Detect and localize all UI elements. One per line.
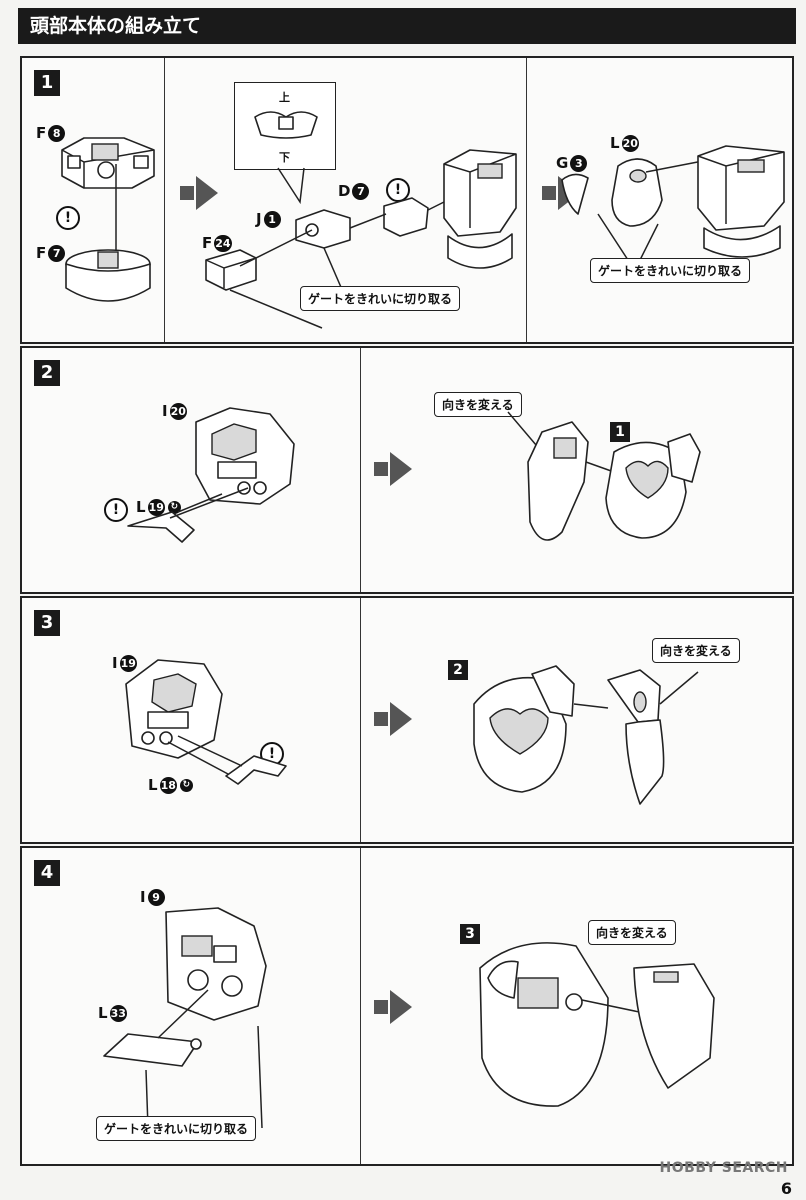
ref-step-2: 2 — [448, 660, 468, 680]
page-number: 6 — [780, 1179, 792, 1198]
step2-assembly-drawing — [507, 411, 701, 541]
gate-trim-callout: ゲートをきれいに切り取る — [590, 258, 751, 283]
part-f7-drawing — [65, 164, 151, 302]
twist-icon: ↻ — [167, 500, 181, 514]
step3-assembly-drawing — [473, 665, 699, 805]
bottom-label: 下 — [279, 151, 290, 164]
arrow-right-icon — [374, 702, 412, 736]
orientation-detail-box: 上 下 — [234, 82, 336, 170]
change-direction-callout: 向きを変える — [588, 920, 676, 945]
part-f8-drawing — [61, 137, 155, 189]
warning-icon: ! — [104, 498, 128, 522]
arrow-right-icon — [374, 990, 412, 1024]
step-number: 3 — [34, 610, 60, 636]
warning-icon: ! — [56, 206, 80, 230]
warning-icon: ! — [386, 178, 410, 202]
ref-step-3: 3 — [460, 924, 480, 944]
part-i20-drawing — [195, 407, 295, 505]
step4-assembly-drawing — [479, 942, 715, 1107]
step-number: 2 — [34, 360, 60, 386]
part-i9-drawing — [165, 907, 267, 1021]
divider — [526, 58, 527, 342]
gate-trim-callout: ゲートをきれいに切り取る — [300, 286, 461, 311]
pointer-line — [277, 167, 305, 205]
section-title: 頭部本体の組み立て — [18, 8, 796, 44]
divider — [360, 848, 361, 1164]
step-number: 1 — [34, 70, 60, 96]
part-l18-drawing — [167, 735, 287, 785]
divider — [164, 58, 165, 342]
part-l33-drawing — [103, 989, 263, 1129]
divider — [360, 598, 361, 842]
gate-trim-callout: ゲートをきれいに切り取る — [96, 1116, 257, 1141]
top-label: 上 — [279, 91, 290, 104]
change-direction-callout: 向きを変える — [434, 392, 522, 417]
arrow-right-icon — [374, 452, 412, 486]
watermark: HOBBY SEARCH — [659, 1160, 788, 1176]
arrow-right-icon — [180, 176, 218, 210]
twist-icon: ↻ — [179, 778, 193, 792]
change-direction-callout: 向きを変える — [652, 638, 740, 663]
step1-face-assembly-drawing — [561, 145, 785, 261]
step1-assembly-drawing — [205, 149, 517, 329]
part-l19-drawing — [127, 487, 249, 543]
step-number: 4 — [34, 860, 60, 886]
detail-part-drawing — [254, 111, 318, 139]
ref-step-1: 1 — [610, 422, 630, 442]
divider — [360, 348, 361, 592]
part-i19-drawing — [125, 659, 223, 759]
